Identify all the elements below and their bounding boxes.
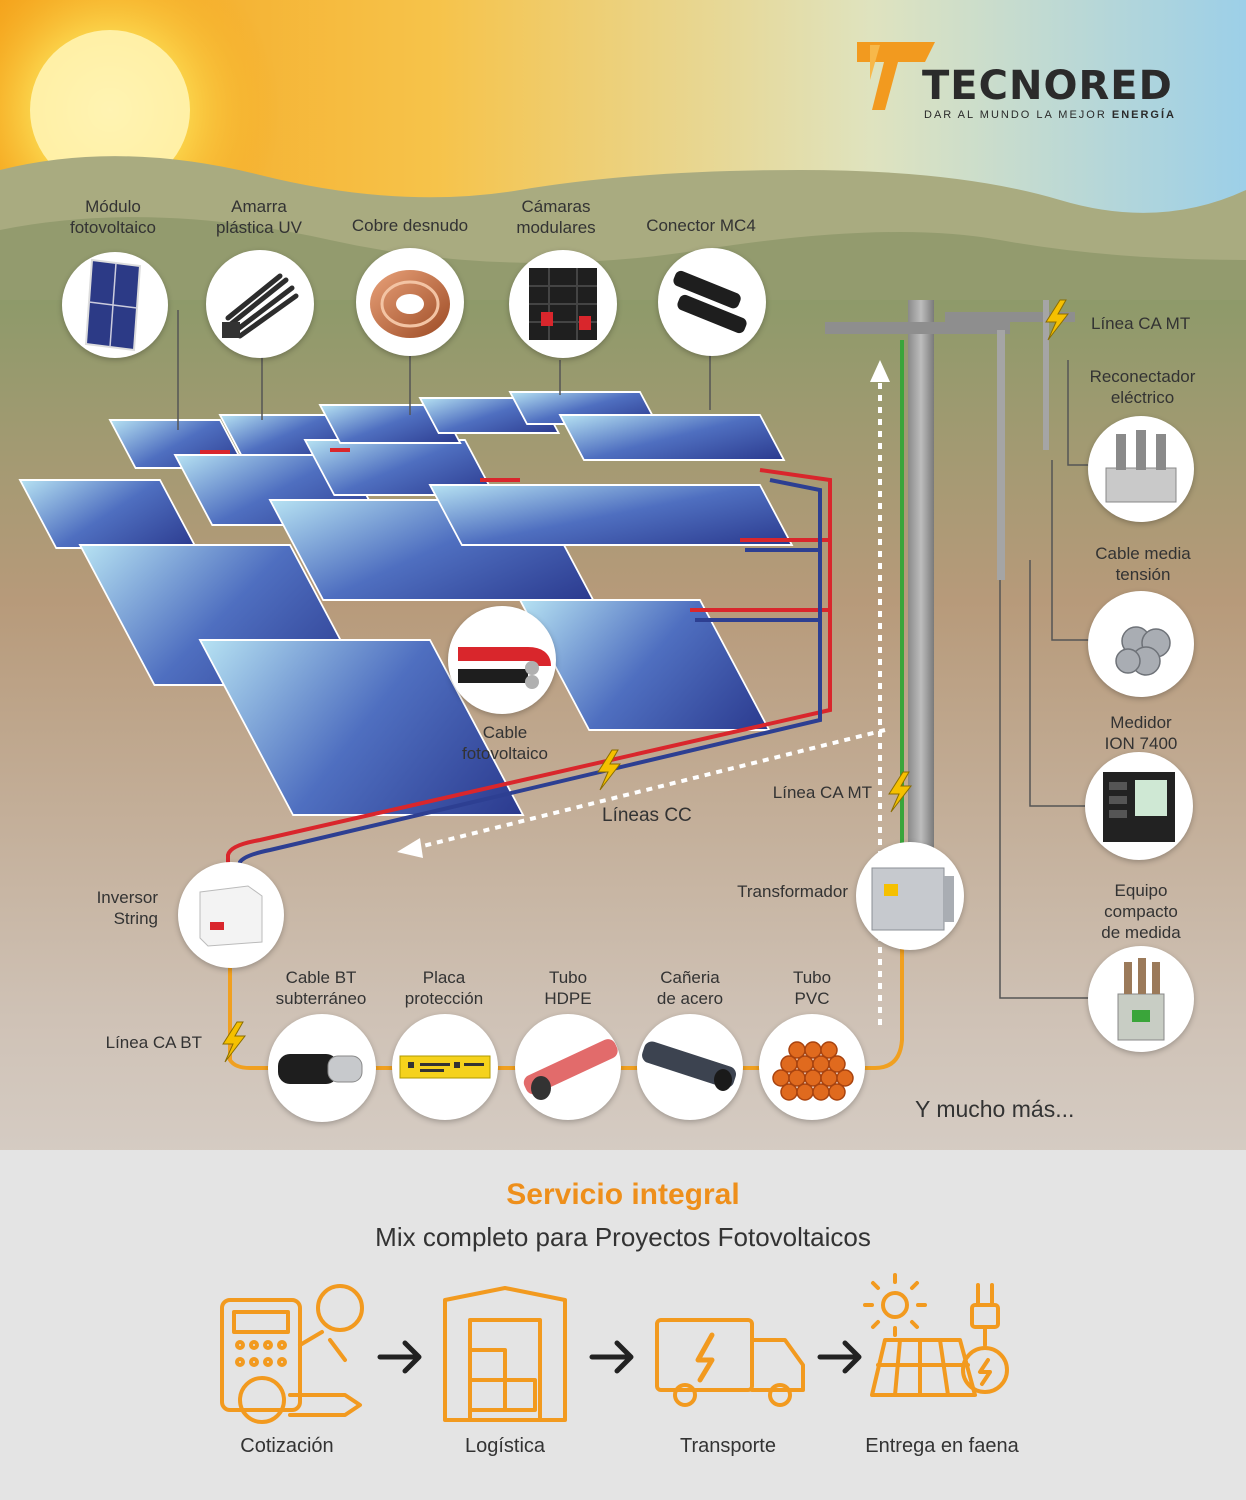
- service-title: Servicio integral: [506, 1178, 740, 1211]
- truck-icon: [655, 1318, 805, 1407]
- bt-line-label: Línea CA BT: [105, 1033, 202, 1052]
- mv-cable-icon: [1088, 591, 1194, 697]
- service-subtitle: Mix completo para Proyectos Fotovoltaico…: [375, 1222, 871, 1252]
- solar-panel-icon: [62, 252, 168, 358]
- more-text: Y mucho más...: [915, 1096, 1075, 1122]
- mt-line-label: Línea CA MT: [772, 783, 872, 802]
- brand-logo: TECNORED DAR AL MUNDO LA MEJOR ENERGÍA: [852, 36, 1182, 126]
- step-logistics-label: Logística: [464, 1435, 546, 1457]
- dc-lines-label: Líneas CC: [602, 805, 692, 826]
- hdpe-tube-icon: [515, 1014, 621, 1120]
- step-quote-label: Cotización: [240, 1435, 334, 1457]
- steel-pipe-icon: [637, 1014, 743, 1120]
- step-transport-label: Transporte: [680, 1435, 776, 1457]
- warning-plate-icon: [392, 1014, 498, 1120]
- string-inverter-icon: [178, 862, 284, 968]
- copper-label: Cobre desnudo: [351, 216, 469, 235]
- solar-plug-icon: [863, 1273, 1009, 1397]
- pvc-tubes-icon: [759, 1014, 865, 1120]
- transformer-label: Transformador: [737, 882, 848, 901]
- cable-ties-icon: [206, 250, 314, 358]
- brand-name: TECNORED: [922, 63, 1173, 109]
- brand-tagline: DAR AL MUNDO LA MEJOR ENERGÍA: [924, 109, 1176, 121]
- solar-array: [18, 391, 794, 816]
- leader-lines: [177, 310, 1090, 999]
- mc4-label: Conector MC4: [646, 216, 756, 235]
- brand-tagline-bold: ENERGÍA: [1111, 109, 1176, 121]
- mc4-connector-icon: [658, 248, 766, 356]
- transformer-icon: [856, 842, 964, 950]
- dc-lines: [200, 448, 832, 870]
- mt-line-top-label: Línea CA MT: [1091, 314, 1191, 333]
- process-arrow-icon: [377, 1340, 862, 1374]
- step-delivery-label: Entrega en faena: [865, 1435, 1019, 1457]
- tecnored-logo-icon: [857, 42, 935, 110]
- warehouse-icon: [443, 1286, 567, 1422]
- power-meter-icon: [1085, 752, 1193, 860]
- copper-coil-icon: [356, 248, 464, 356]
- modular-chamber-icon: [509, 250, 617, 358]
- lightning-bolt-icon: [222, 299, 1070, 1063]
- calculator-dollar-icon: [220, 1284, 364, 1424]
- pv-cable-icon: [448, 606, 556, 714]
- brand-tagline-text: DAR AL MUNDO LA MEJOR: [924, 109, 1107, 121]
- recloser-icon: [1088, 416, 1194, 522]
- underground-cable-icon: [268, 1014, 376, 1122]
- metering-unit-icon: [1088, 946, 1194, 1052]
